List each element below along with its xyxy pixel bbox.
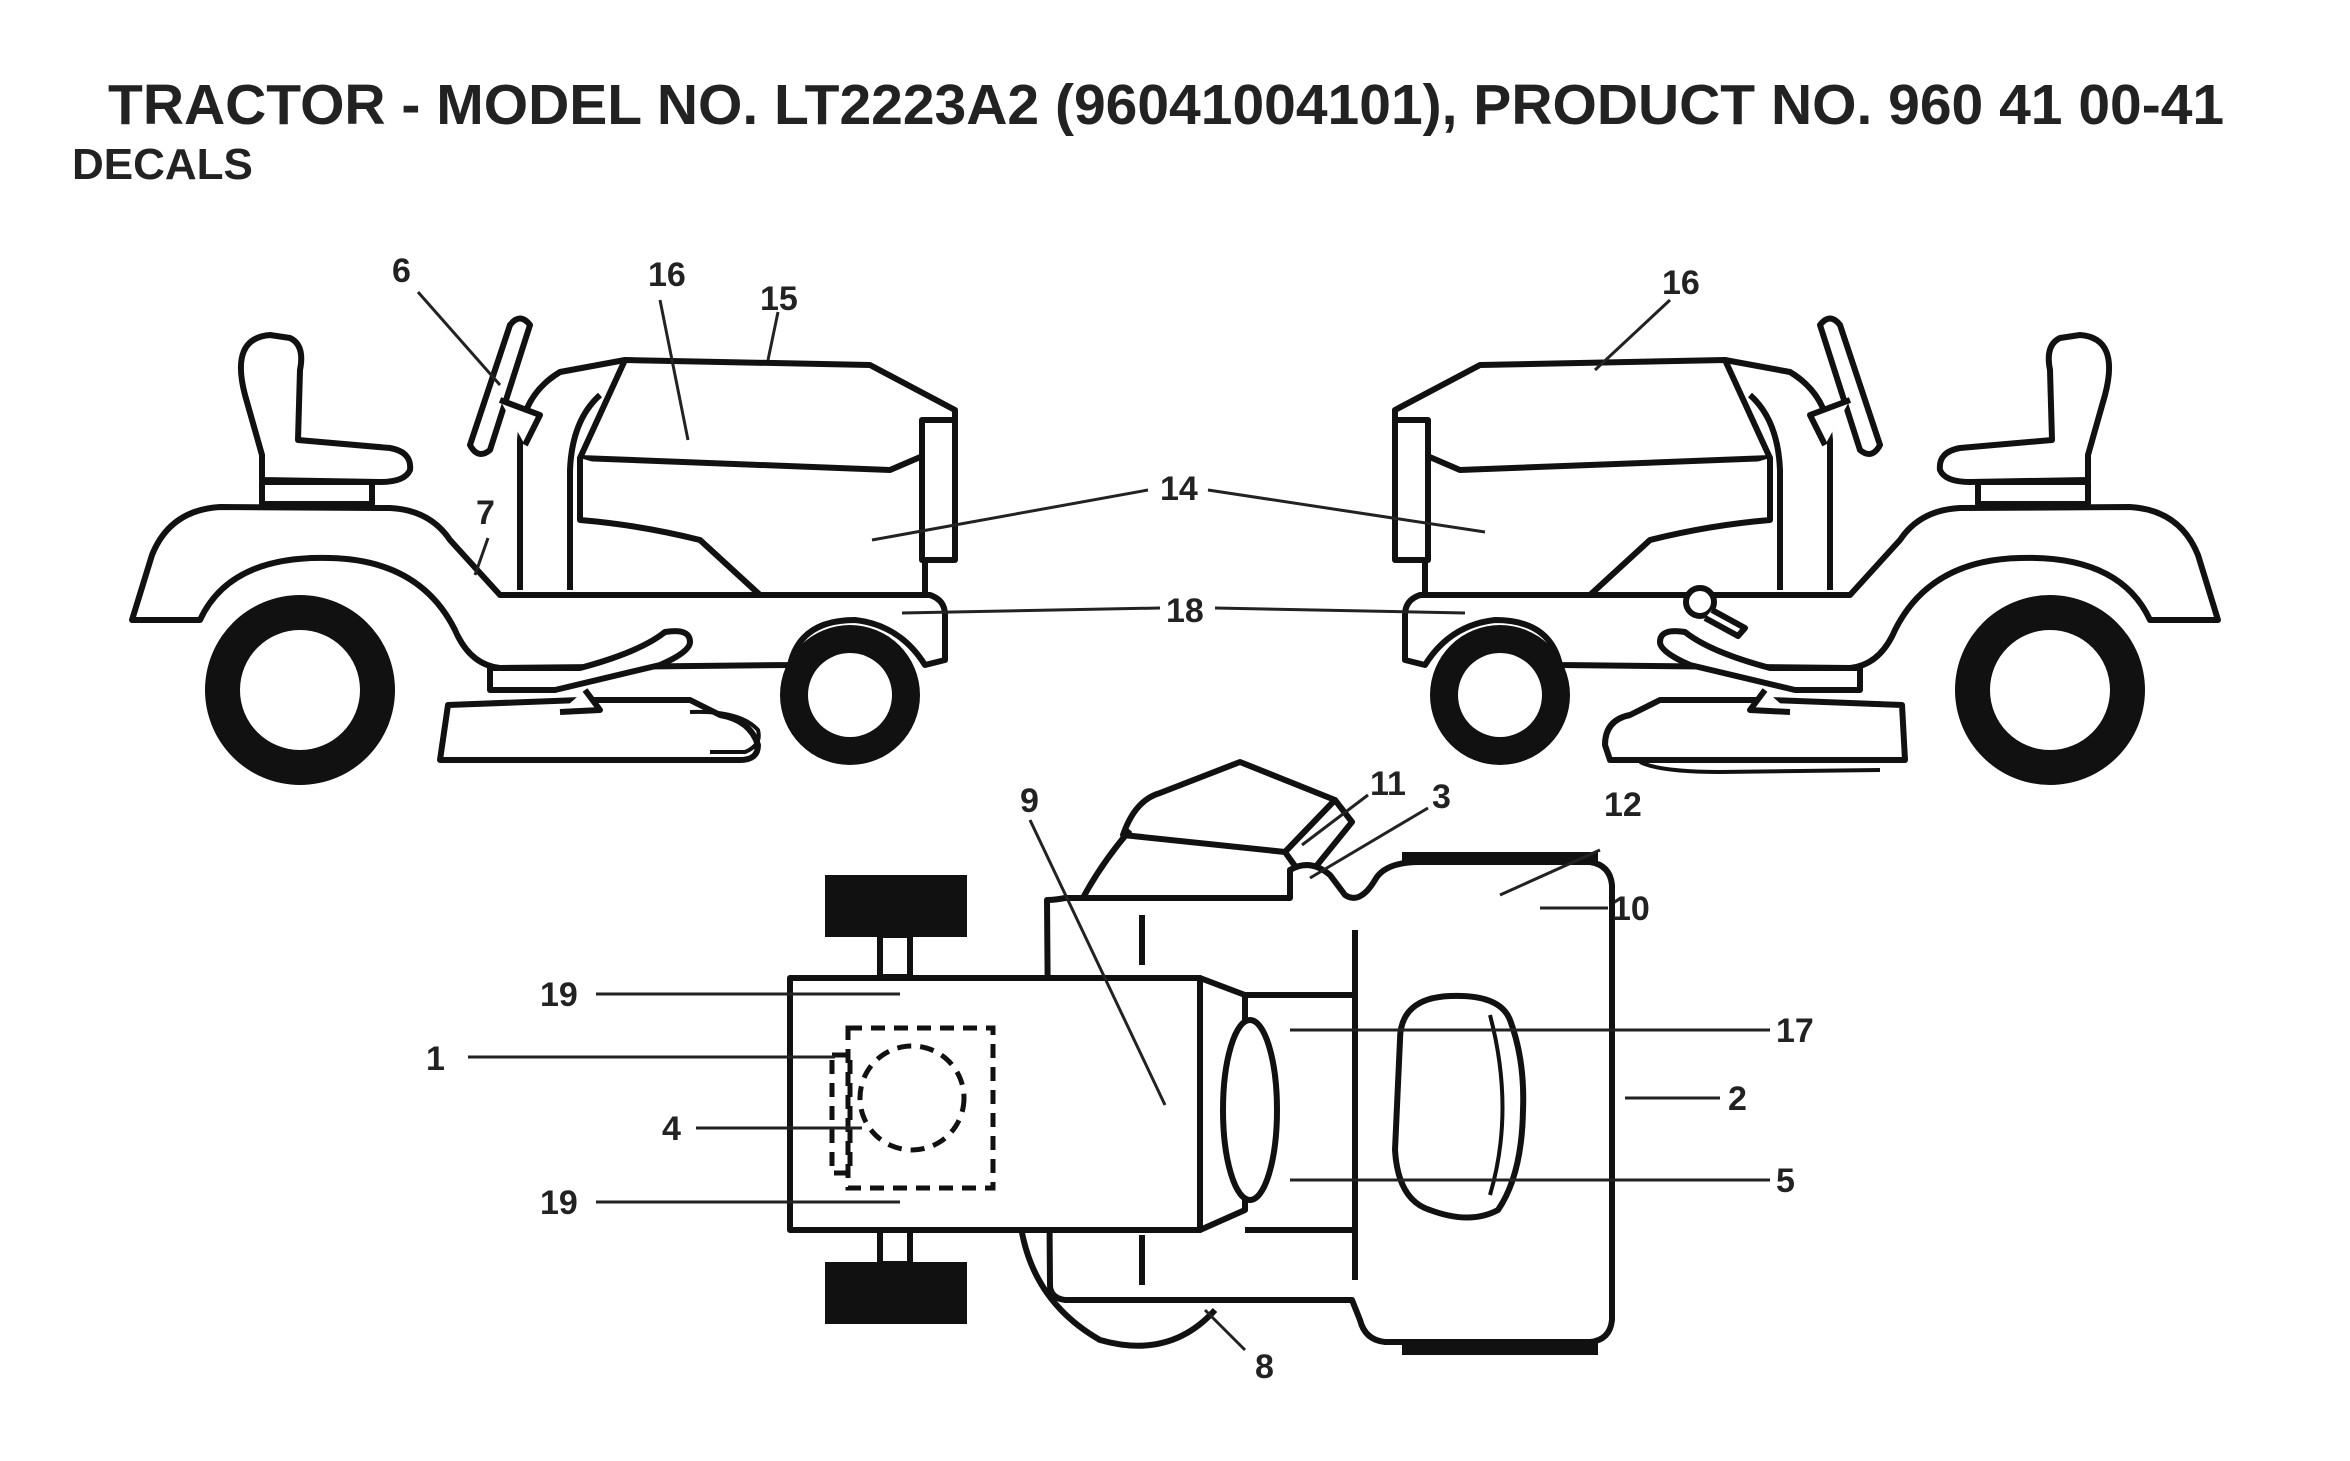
tractor-left-side-view xyxy=(129,315,958,785)
callout-labels: 6 7 16 15 14 18 16 9 11 3 12 10 19 1 4 1… xyxy=(392,252,1814,1386)
callout-12: 12 xyxy=(1604,786,1642,824)
page-subtitle: DECALS xyxy=(72,140,253,189)
callout-1: 1 xyxy=(426,1040,445,1078)
tractor-top-view xyxy=(787,759,1615,1355)
tractor-right-side-view xyxy=(1392,315,2221,785)
callout-7: 7 xyxy=(476,494,495,532)
callout-15: 15 xyxy=(760,280,798,318)
callout-19-bottom: 19 xyxy=(540,1184,578,1222)
callout-11: 11 xyxy=(1370,765,1406,803)
callout-16-right: 16 xyxy=(1662,264,1700,302)
callout-2: 2 xyxy=(1728,1080,1747,1118)
callout-4: 4 xyxy=(662,1110,681,1148)
callout-17: 17 xyxy=(1776,1012,1814,1050)
callout-19-top: 19 xyxy=(540,976,578,1014)
callout-6: 6 xyxy=(392,252,411,290)
callout-16-left: 16 xyxy=(648,256,686,294)
callout-8: 8 xyxy=(1255,1348,1274,1386)
callout-9: 9 xyxy=(1020,782,1039,820)
callout-18: 18 xyxy=(1166,592,1204,630)
callout-14: 14 xyxy=(1160,470,1198,508)
callout-10: 10 xyxy=(1612,890,1650,928)
page-title: TRACTOR - MODEL NO. LT2223A2 (9604100410… xyxy=(108,73,2225,137)
leader-lines xyxy=(416,291,1770,1352)
callout-3: 3 xyxy=(1432,778,1451,816)
callout-5: 5 xyxy=(1776,1162,1795,1200)
